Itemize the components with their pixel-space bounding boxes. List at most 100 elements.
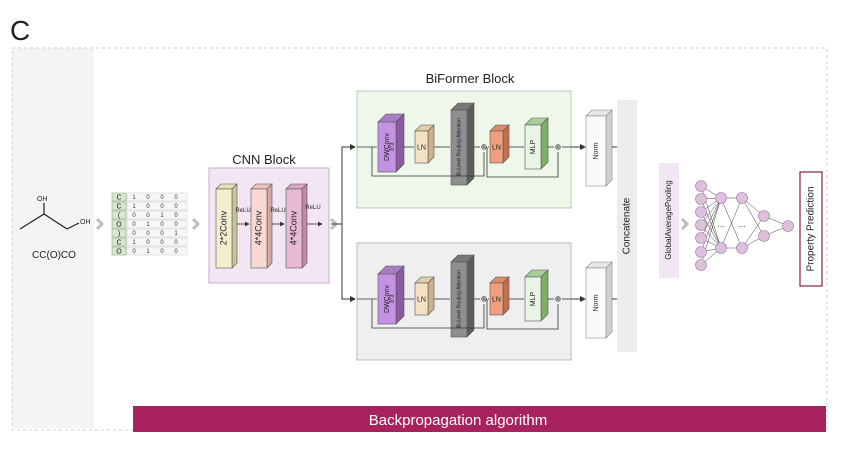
- ln-label: LN: [492, 297, 501, 304]
- matrix-value: 1: [174, 231, 178, 237]
- relu-label: ReLU: [305, 205, 320, 211]
- matrix-value: 0: [146, 195, 150, 201]
- network-edge: [700, 198, 722, 249]
- network-edge: [720, 197, 743, 249]
- matrix-value: 0: [160, 204, 164, 210]
- matrix-token-cell: [111, 192, 127, 202]
- attention-label: Bi-Level Routing Attention: [456, 118, 462, 176]
- norm-block-bottom: Norm: [585, 261, 613, 339]
- matrix-value: 0: [160, 240, 164, 246]
- attention-layer: [450, 261, 468, 338]
- ln-layer-2: [489, 130, 504, 164]
- matrix-value: 1: [132, 204, 136, 210]
- matrix-value: 0: [132, 222, 136, 228]
- matrix-value: 0: [132, 213, 136, 219]
- matrix-row: [126, 210, 188, 220]
- conv-label: 2*2Conv: [218, 210, 228, 245]
- concatenate-label: Concatenate: [622, 197, 633, 254]
- matrix-token-cell: [111, 246, 127, 256]
- network-node: [715, 192, 727, 204]
- matrix-value: 1: [146, 222, 150, 228]
- matrix-token-cell: [111, 237, 127, 247]
- conv-layer-3: [285, 188, 303, 269]
- matrix-token-cell: [111, 228, 127, 238]
- matrix-row: [126, 246, 188, 256]
- network-node: [736, 242, 748, 254]
- conv-layer-3-side: [301, 183, 308, 269]
- conv-layer-2: [250, 188, 268, 269]
- attention-layer-side: [466, 102, 475, 186]
- dwconv-size-label: 3*3: [390, 142, 396, 152]
- residual-connection: [371, 147, 485, 177]
- conv-layer-1: [215, 188, 233, 269]
- backprop-bar: [133, 406, 826, 432]
- ln-label: LN: [492, 145, 501, 152]
- attention-label: Bi-Level Routing Attention: [456, 270, 462, 328]
- dwconv-layer-side: [395, 113, 405, 173]
- dwconv-layer: [377, 121, 397, 173]
- mlp-label: MLP: [530, 139, 537, 154]
- network-edge: [741, 197, 765, 237]
- norm-block-top: Norm: [585, 109, 613, 187]
- ln-label: LN: [417, 297, 426, 304]
- dwconv-layer: [377, 273, 397, 325]
- chevron-icon: [95, 217, 105, 231]
- panel-label: C: [10, 15, 30, 46]
- network-node: [695, 246, 707, 258]
- backprop-label: Backpropagation algorithm: [369, 412, 547, 429]
- matrix-token: C: [116, 204, 121, 211]
- network-node: [695, 232, 707, 244]
- gap-label: GlobalAveragePooling: [664, 180, 673, 259]
- chevron-icon: [191, 217, 201, 231]
- matrix-value: 0: [174, 240, 178, 246]
- network-node: [736, 192, 748, 204]
- matrix-token: (: [118, 213, 121, 220]
- matrix-value: 0: [160, 249, 164, 255]
- ln-layer-side: [427, 276, 435, 316]
- smiles-label: CC(O)CO: [32, 250, 76, 261]
- split-arrow-top: [331, 144, 356, 225]
- matrix-value: 1: [132, 195, 136, 201]
- network-node: [695, 219, 707, 231]
- dwconv-label: DWConv: [384, 285, 391, 314]
- network-node: [715, 242, 727, 254]
- network-edge: [700, 197, 722, 253]
- network-dots: ...: [718, 220, 725, 229]
- mlp-layer-side: [540, 269, 549, 322]
- gap-bar: [659, 163, 679, 278]
- biformer-block-title: BiFormer Block: [426, 71, 515, 86]
- network-node: [758, 210, 770, 222]
- matrix-value: 0: [160, 195, 164, 201]
- conv-layer-2-side: [266, 183, 273, 269]
- matrix-value: 0: [146, 213, 150, 219]
- network-edge: [741, 215, 765, 249]
- matrix-row: [126, 192, 188, 202]
- oh-label-right: OH: [80, 219, 91, 226]
- network-node: [782, 220, 794, 232]
- ln-layer-side: [427, 124, 435, 164]
- split-arrow-bottom: [341, 224, 356, 302]
- relu-label: ReLU: [270, 208, 285, 214]
- matrix-value: 1: [160, 213, 164, 219]
- matrix-value: 1: [146, 249, 150, 255]
- matrix-value: 0: [174, 249, 178, 255]
- matrix-token-cell: [111, 210, 127, 220]
- add-icon: ⊕: [481, 295, 488, 304]
- matrix-row: [126, 228, 188, 238]
- matrix-token: ): [118, 231, 120, 238]
- relu-label: ReLU: [235, 208, 250, 214]
- ln-layer-2-side: [502, 276, 510, 316]
- network-node: [695, 180, 707, 192]
- attention-layer: [450, 109, 468, 186]
- chevron-icon: [680, 217, 690, 231]
- ln-layer: [414, 282, 429, 316]
- molecule-structure: OH OH: [19, 196, 91, 230]
- matrix-token: O: [116, 249, 122, 256]
- norm-label-bottom: Norm: [593, 294, 600, 311]
- attention-layer-side: [466, 254, 475, 338]
- matrix-value: 0: [174, 195, 178, 201]
- residual-connection: [371, 299, 485, 329]
